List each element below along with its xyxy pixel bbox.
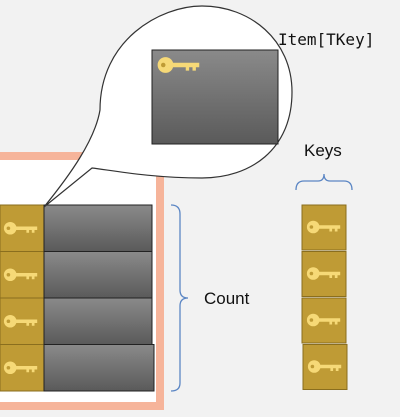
value-cell: [43, 297, 153, 345]
count-label: Count: [204, 289, 250, 308]
key-column-cell: [301, 297, 347, 344]
indexer-label: Item[TKey]: [278, 30, 375, 49]
value-cell: [43, 204, 153, 252]
key-column-cell: [301, 251, 347, 297]
keys-brace: [295, 173, 353, 191]
collection-item: [0, 204, 153, 252]
keys-label: Keys: [304, 141, 342, 160]
collection-item: [0, 344, 155, 392]
collection-item: [0, 297, 153, 345]
value-cell: [43, 251, 153, 299]
collection-items: [0, 204, 155, 392]
zoom-callout: [43, 5, 293, 208]
key-column-cell: [302, 344, 348, 390]
value-cell: [43, 344, 155, 392]
keys-column: [301, 204, 348, 390]
key-column-cell: [301, 204, 347, 251]
count-brace: [170, 204, 189, 392]
collection-item: [0, 251, 153, 299]
